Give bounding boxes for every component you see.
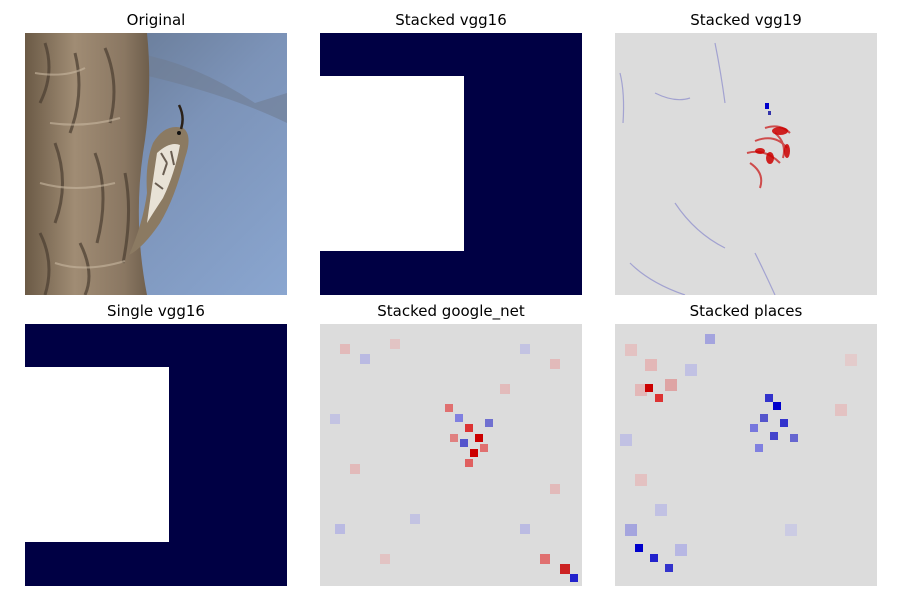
- mask-image: [320, 33, 582, 295]
- panel-title: Stacked google_net: [377, 302, 525, 320]
- panel-title: Original: [126, 11, 186, 29]
- heatmap-image: [615, 324, 877, 586]
- original-photo: [25, 33, 287, 295]
- heatmap-image: [320, 324, 582, 586]
- mask-image: [25, 324, 287, 586]
- heatmap-image: [615, 33, 877, 295]
- panel-title: Stacked vgg19: [690, 11, 802, 29]
- panel-title: Stacked places: [689, 302, 803, 320]
- panel-title: Single vgg16: [107, 302, 205, 320]
- panel-title: Stacked vgg16: [395, 11, 507, 29]
